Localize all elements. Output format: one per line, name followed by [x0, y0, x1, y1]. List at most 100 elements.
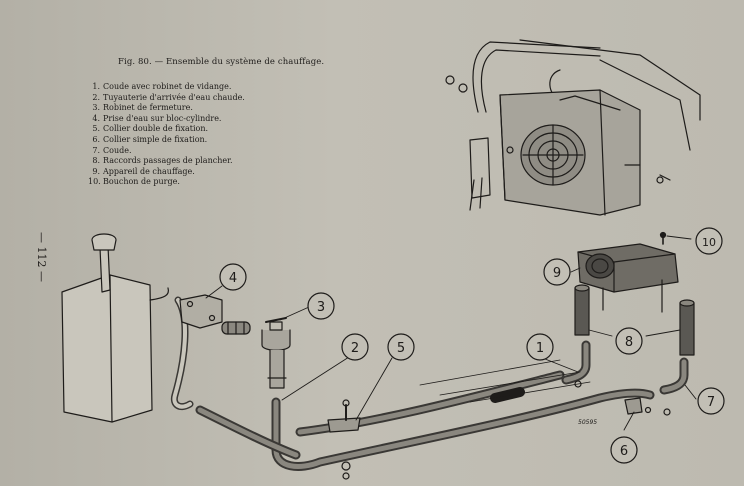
leader-line-1 [539, 356, 579, 373]
purge-plug [659, 231, 667, 245]
filler-cap [91, 233, 117, 251]
valve-stem [269, 321, 283, 331]
heater-fan-bars [522, 124, 584, 186]
purge-plug-head [659, 231, 667, 239]
legend-text: Prise d'eau sur bloc-cylindre. [103, 113, 222, 123]
legend-number: 7. [92, 145, 100, 155]
leader-line-4 [205, 285, 223, 299]
callout-5: 5 [387, 333, 415, 361]
callout-circle [307, 292, 335, 320]
legend-item: 10.Bouchon de purge. [88, 177, 245, 188]
legend-number: 4. [92, 113, 100, 123]
engine-block-illustration [61, 233, 194, 423]
callout-circle [697, 387, 725, 415]
fixing-nut [656, 176, 664, 184]
legend-item: 7.Coude. [88, 146, 245, 157]
legend-number: 10. [88, 177, 101, 187]
heater-unit-pipes [602, 279, 663, 313]
valve-outlet [269, 349, 285, 389]
legend-text: Collier double de fixation. [103, 124, 209, 134]
legend-text: Robinet de fermeture. [103, 103, 193, 113]
callout-circle [543, 258, 571, 286]
legend-item: 3.Robinet de fermeture. [88, 103, 245, 114]
outlet-plate [179, 294, 223, 329]
leader-lines [205, 235, 697, 431]
leader-line-8 [588, 329, 681, 337]
callout-4: 4 [219, 263, 247, 291]
heater-edge [499, 94, 506, 201]
legend-number: 3. [92, 103, 100, 113]
return-pipe-fill [197, 407, 299, 458]
heater-fittings [624, 164, 671, 181]
legend-text: Tuyauterie d'arrivée d'eau chaude. [103, 92, 245, 102]
drain-cock [574, 380, 582, 388]
water-outlet-fitting [179, 294, 251, 335]
legend-item: 1.Coude avec robinet de vidange. [88, 82, 245, 93]
leader-line-7 [684, 384, 697, 400]
callout-circle [695, 227, 723, 255]
clamp-nut [341, 461, 351, 471]
dashboard-edge [599, 59, 691, 151]
filler-neck [99, 245, 111, 293]
legend-item: 8.Raccords passages de plancher. [88, 156, 245, 167]
callout-circle [219, 263, 247, 291]
floor-guide-lines [419, 359, 591, 403]
figure-caption: Fig. 80. — Ensemble du système de chauff… [118, 57, 325, 67]
legend-number: 6. [92, 134, 100, 144]
leader-line-9 [570, 267, 581, 273]
leader-line-5 [355, 357, 393, 421]
callout-number: 8 [625, 335, 633, 350]
callout-circle [526, 333, 554, 361]
plate-bolt [208, 314, 216, 322]
valve-body [261, 329, 291, 351]
engine-block [61, 274, 153, 423]
single-clamp-body [624, 397, 643, 415]
callout-circle [610, 436, 638, 464]
engine-block-edge [109, 274, 113, 423]
legend-text: Coude avec robinet de vidange. [103, 82, 232, 91]
shutoff-valve [261, 317, 291, 389]
engine-hose [149, 287, 170, 301]
legend-number: 9. [92, 166, 100, 176]
single-clamp-bolt [644, 406, 652, 414]
callout-number: 1 [536, 341, 544, 356]
floor-fitting-right-top [679, 299, 695, 307]
callout-number: 9 [553, 266, 561, 281]
heater-unit-fan [585, 253, 615, 279]
reference-code: 50595 [578, 419, 597, 426]
legend-number: 8. [92, 156, 100, 166]
callout-number: 2 [351, 341, 359, 356]
leader-line-6 [623, 411, 635, 431]
callout-1: 1 [526, 333, 554, 361]
floor-passage-fittings [574, 284, 695, 356]
callout-10: 10 [695, 227, 723, 255]
callout-number: 3 [317, 300, 325, 315]
callout-2: 2 [341, 333, 369, 361]
fixing-nut [445, 75, 455, 85]
callout-number: 6 [620, 444, 628, 459]
legend-text: Collier simple de fixation. [103, 134, 208, 144]
floor-fitting-right [679, 302, 695, 356]
callout-circle [615, 327, 643, 355]
callout-number: 5 [397, 341, 405, 356]
union-threads [227, 321, 245, 335]
legend-text: Raccords passages de plancher. [103, 156, 233, 166]
support-bracket [469, 137, 491, 199]
callout-number: 7 [707, 395, 715, 410]
callout-circle [341, 333, 369, 361]
clamp-washer [342, 472, 350, 480]
legend-list: 1.Coude avec robinet de vidange. 2.Tuyau… [88, 82, 245, 188]
dashboard-edge [519, 39, 701, 121]
callout-6: 6 [610, 436, 638, 464]
callout-9: 9 [543, 258, 571, 286]
heater-unit [577, 243, 679, 313]
callout-7: 7 [697, 387, 725, 415]
callout-number: 10 [702, 236, 716, 249]
elbow-with-drain [561, 340, 591, 388]
single-clamp-nut [663, 408, 671, 416]
elbow [659, 357, 689, 395]
fixing-nut [506, 146, 514, 154]
legend-number: 1. [92, 82, 100, 91]
leader-line-3 [279, 306, 310, 321]
